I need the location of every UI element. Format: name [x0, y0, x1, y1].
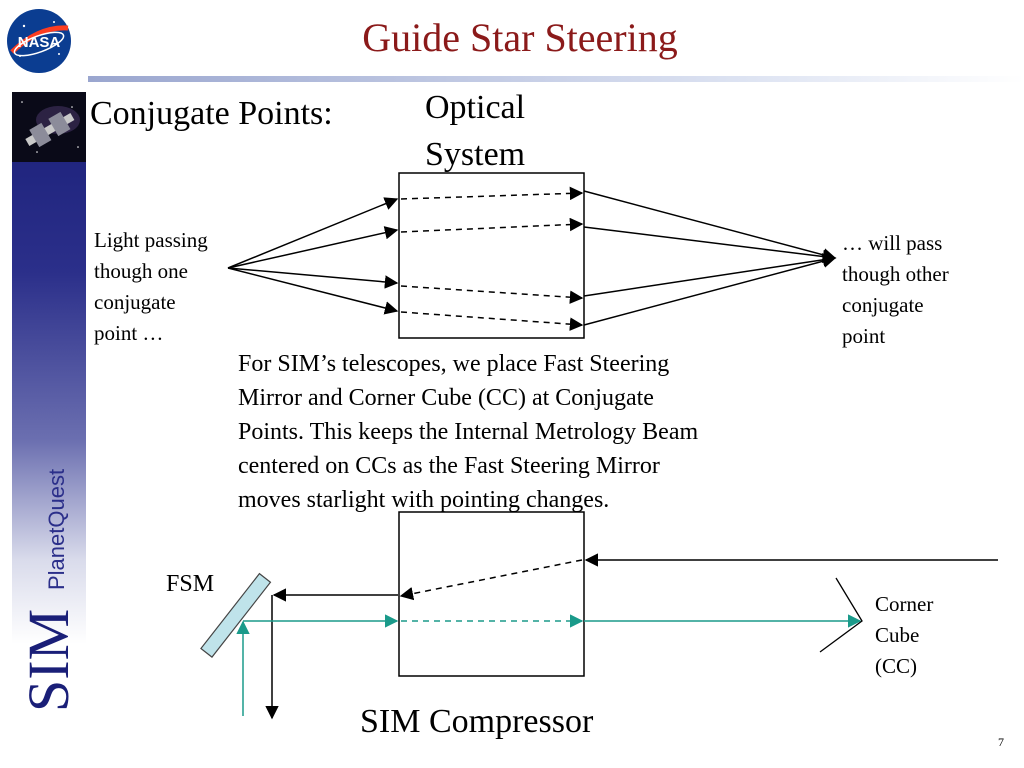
- right-note-line: … will pass: [842, 231, 943, 255]
- body-line: Mirror and Corner Cube (CC) at Conjugate: [238, 385, 654, 411]
- incoming-rays: [227, 197, 399, 315]
- body-line: centered on CCs as the Fast Steering Mir…: [238, 453, 660, 479]
- satellite-thumbnail: [12, 92, 86, 162]
- conjugate-points-heading: Conjugate Points:: [90, 95, 333, 132]
- left-note-line: conjugate: [94, 290, 176, 314]
- corner-cube-label: Corner Cube (CC): [875, 589, 933, 682]
- sidebar-band: [12, 92, 86, 692]
- right-note: … will pass though other conjugate point: [842, 228, 949, 352]
- right-note-line: conjugate: [842, 293, 924, 317]
- left-note-line: point …: [94, 321, 164, 345]
- optical-system-label-2: System: [425, 136, 526, 173]
- cc-label-line: Corner: [875, 592, 934, 616]
- metrology-beam: [236, 614, 862, 716]
- left-note-line: though one: [94, 259, 188, 283]
- sim-planetquest-logo: SIM PlanetQuest: [16, 469, 81, 712]
- starlight-path: [265, 553, 998, 720]
- body-line: Points. This keeps the Internal Metrolog…: [238, 419, 699, 445]
- svg-text:SIM: SIM: [16, 609, 81, 712]
- left-note: Light passing though one conjugate point…: [94, 225, 208, 349]
- compressor-box: [398, 511, 585, 677]
- svg-text:NASA: NASA: [18, 34, 61, 51]
- cc-label-line: Cube: [875, 623, 920, 647]
- cc-label-line: (CC): [875, 654, 917, 678]
- corner-cube-shape: [819, 577, 863, 653]
- left-note-line: Light passing: [94, 228, 208, 252]
- body-line: For SIM’s telescopes, we place Fast Stee…: [238, 351, 670, 377]
- page-title: Guide Star Steering: [362, 15, 678, 60]
- outgoing-rays: [583, 190, 837, 326]
- right-note-line: though other: [842, 262, 949, 286]
- fsm-mirror: [200, 572, 272, 658]
- optical-system-box: [398, 172, 585, 339]
- internal-rays: [400, 186, 584, 331]
- page-number: 7: [998, 735, 1004, 749]
- sim-compressor-caption: SIM Compressor: [360, 703, 594, 740]
- fsm-label: FSM: [166, 571, 215, 597]
- optical-system-label-1: Optical: [425, 89, 526, 126]
- title-divider: [88, 76, 1024, 82]
- svg-text:PlanetQuest: PlanetQuest: [44, 469, 69, 590]
- nasa-logo: NASA: [7, 9, 71, 73]
- body-paragraph: For SIM’s telescopes, we place Fast Stee…: [238, 347, 698, 517]
- right-note-line: point: [842, 324, 886, 348]
- body-line: moves starlight with pointing changes.: [238, 487, 610, 513]
